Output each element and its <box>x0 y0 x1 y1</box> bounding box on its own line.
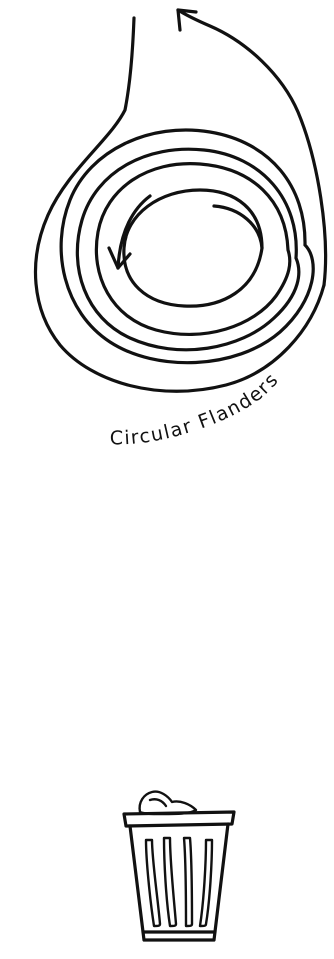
trash-bin-icon <box>124 792 234 940</box>
caption-text: Circular Flanders <box>110 368 284 449</box>
spiral-arrow-icon <box>36 10 326 391</box>
diagram-caption: Circular Flanders <box>110 368 284 449</box>
